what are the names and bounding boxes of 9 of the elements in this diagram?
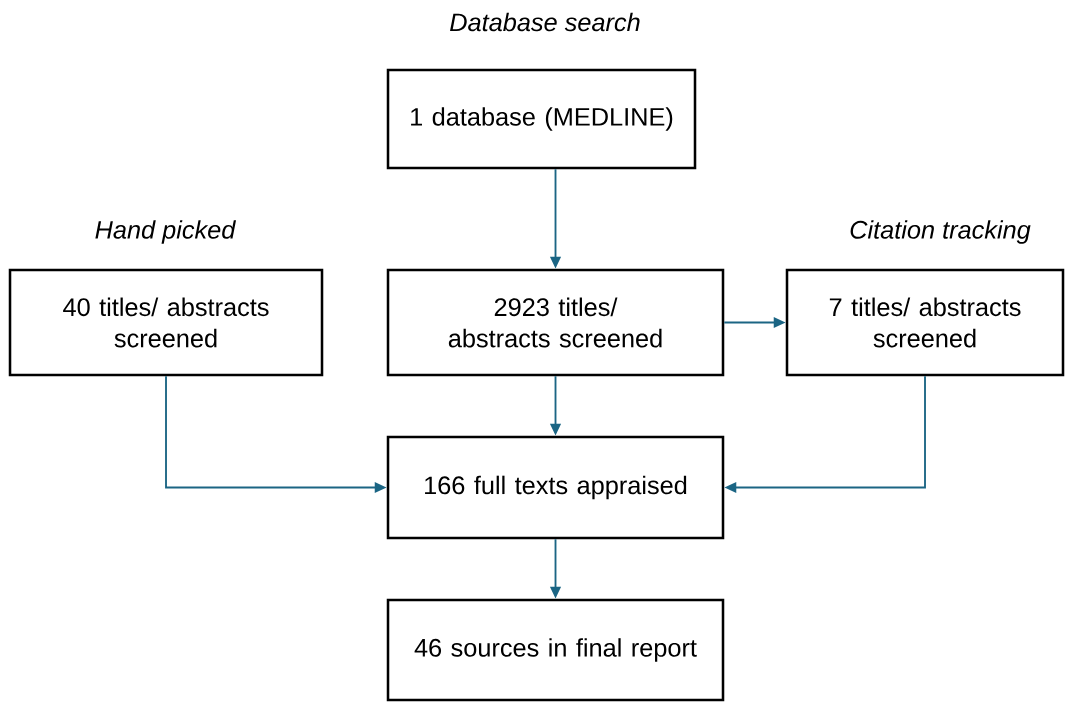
- process-box: 46 sources in final report: [386, 598, 725, 702]
- process-box: 7 titles/ abstracts screened: [785, 268, 1065, 377]
- process-box: 40 titles/ abstracts screened: [8, 268, 324, 377]
- process-box: 2923 titles/ abstracts screened: [386, 268, 725, 377]
- heading-text: Citation tracking: [850, 220, 1031, 244]
- process-box: 166 full texts appraised: [386, 435, 725, 540]
- heading-text: Database search: [450, 12, 640, 32]
- heading-text: Hand picked: [95, 220, 237, 244]
- process-box: 1 database (MEDLINE): [386, 68, 697, 170]
